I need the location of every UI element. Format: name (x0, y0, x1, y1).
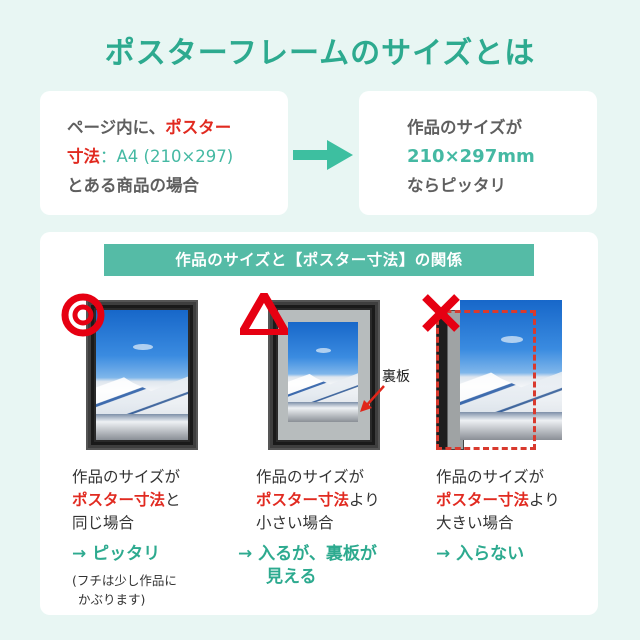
poster-size-outline (436, 310, 536, 450)
desc-line: ポスター寸法より (256, 489, 380, 512)
desc-line: 大きい場合 (436, 514, 514, 532)
intro-text: ページ内に、 (67, 118, 166, 137)
intro-line-3: とある商品の場合 (67, 176, 199, 195)
case-same-note: (フチは少し作品に かぶります) (72, 571, 177, 609)
cross-icon (422, 294, 460, 332)
case-larger-result: → 入らない (436, 544, 525, 564)
result-size-value: 210×297mm (407, 146, 535, 167)
intro-card-result: 作品のサイズが 210×297mm ならピッタリ (359, 91, 597, 215)
intro-card-condition: ページ内に、ポスター 寸法：A4 (210×297) とある商品の場合 (40, 91, 288, 215)
case-smaller-result: → 入るが、裏板が 見える (238, 543, 377, 589)
desc-line: 作品のサイズが (436, 468, 545, 486)
backing-board-label: 裏板 (382, 369, 410, 385)
case-same-result: → ピッタリ (72, 544, 161, 564)
case-same-description: 作品のサイズが ポスター寸法と 同じ場合 (72, 466, 181, 535)
intro-line-1: ページ内に、ポスター (67, 113, 288, 142)
desc-suffix: と (165, 491, 181, 509)
desc-line: 作品のサイズが (256, 468, 365, 486)
size-value: ：A4 (210×297) (100, 147, 234, 166)
mountain-photo (460, 300, 562, 440)
result-line-3: ならピッタリ (407, 176, 506, 195)
result-line-1: 作品のサイズが (407, 118, 523, 137)
section-banner: 作品のサイズと【ポスター寸法】の関係 (104, 244, 534, 276)
case-larger-illustration (436, 300, 562, 450)
desc-line: 同じ場合 (72, 514, 135, 532)
note-line: (フチは少し作品に (72, 573, 177, 588)
poster-size-highlight: ポスター寸法 (256, 491, 350, 509)
pointer-arrow-icon (360, 385, 385, 412)
case-smaller-illustration (268, 300, 380, 450)
case-smaller-description: 作品のサイズが ポスター寸法より 小さい場合 (256, 466, 380, 535)
mountain-photo (96, 310, 188, 440)
desc-line: ポスター寸法より (436, 489, 560, 512)
desc-line: 小さい場合 (256, 514, 334, 532)
double-circle-icon (61, 293, 105, 337)
result-line: 見える (266, 567, 317, 587)
poster-size-highlight: ポスター寸法 (72, 491, 166, 509)
result-line: → 入るが、裏板が (238, 544, 377, 564)
note-line: かぶります) (78, 592, 146, 607)
right-arrow-icon (293, 140, 353, 170)
desc-suffix: より (349, 491, 380, 509)
desc-suffix: より (529, 491, 560, 509)
triangle-icon (240, 293, 288, 335)
poster-size-highlight: 寸法 (67, 147, 100, 166)
poster-size-highlight: ポスター (165, 118, 232, 137)
case-larger-description: 作品のサイズが ポスター寸法より 大きい場合 (436, 466, 560, 535)
mountain-photo (288, 322, 358, 422)
desc-line: 作品のサイズが (72, 468, 181, 486)
intro-line-2: 寸法：A4 (210×297) (67, 142, 288, 171)
page-title: ポスターフレームのサイズとは (104, 36, 536, 71)
poster-size-highlight: ポスター寸法 (436, 491, 530, 509)
desc-line: ポスター寸法と (72, 489, 181, 512)
case-same-illustration (86, 300, 198, 450)
